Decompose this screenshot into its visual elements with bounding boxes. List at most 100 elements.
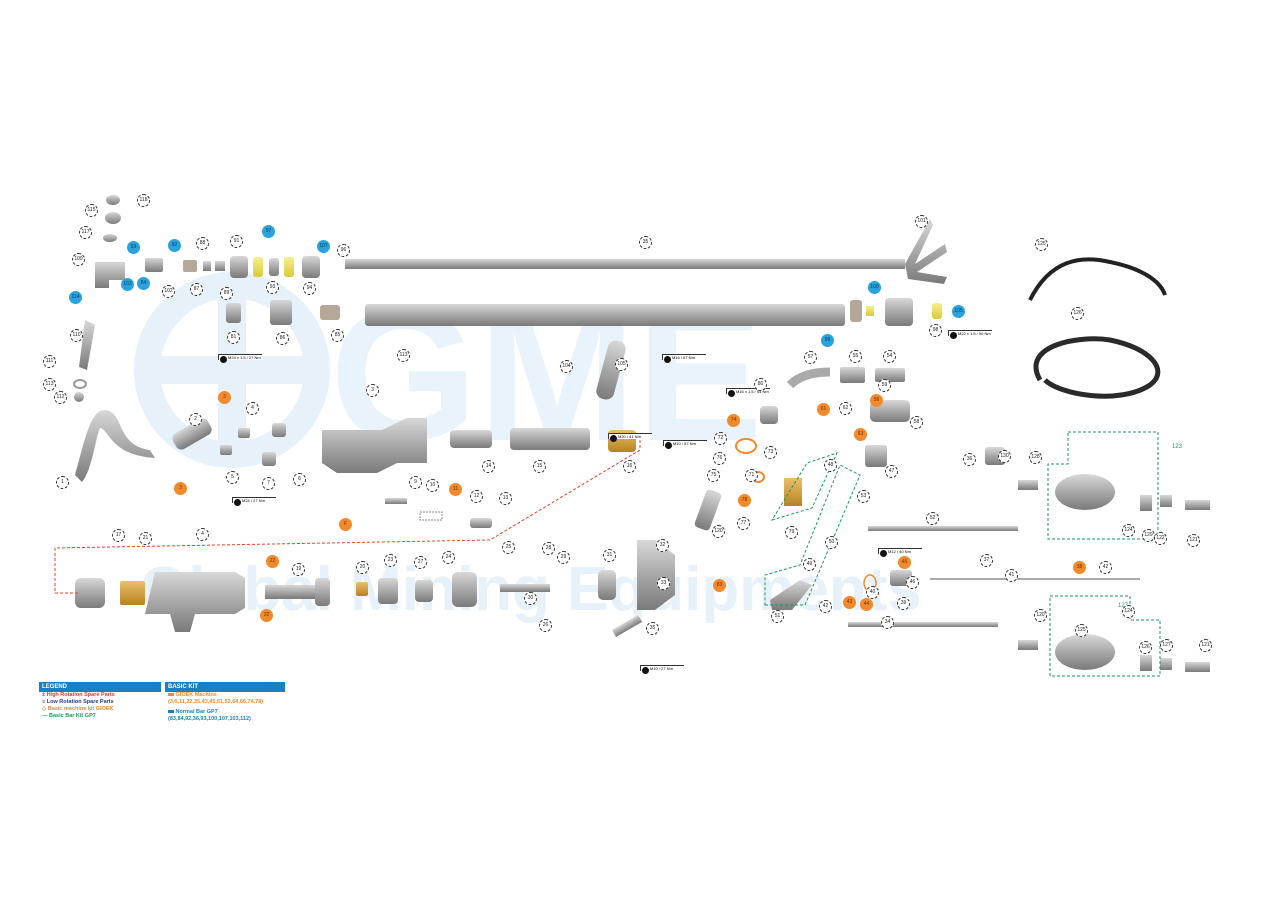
part-callout: 94 — [303, 282, 316, 295]
legend-symbol-icon: ≡ — [42, 699, 46, 705]
hex-nut-icon — [665, 442, 672, 449]
part-callout: 44 — [860, 598, 873, 611]
part-callout: 62 — [839, 402, 852, 415]
torque-value: M24 x 1.5 / 27 Nm — [228, 355, 261, 360]
part-callout: 87 — [190, 283, 203, 296]
part-callout: 46 — [906, 576, 919, 589]
hex-nut-icon — [610, 435, 617, 442]
part-callout: 120 — [1034, 609, 1047, 622]
part-callout: 35 — [639, 236, 652, 249]
hose-125 — [1028, 257, 1167, 301]
basic-kit-item: Normal Bar GP7(83,84,92,36,93,100,107,10… — [165, 709, 285, 723]
drill-rod — [345, 259, 905, 269]
part-callout: 7 — [262, 477, 275, 490]
part-callout: 31 — [603, 549, 616, 562]
legend-item: — Basic Bar Kit GP7 — [39, 713, 161, 720]
part-callout: 17 — [112, 529, 125, 542]
kit-group-127 — [1049, 595, 1161, 677]
part-callout: 21 — [139, 532, 152, 545]
part-callout: 58 — [910, 416, 923, 429]
part-callout: 88 — [196, 237, 209, 250]
part-callout: 111 — [43, 355, 56, 368]
part-callout: 74 — [727, 414, 740, 427]
part-callout: 36 — [963, 453, 976, 466]
part-callout: 32 — [656, 539, 669, 552]
part-callout: 5 — [226, 471, 239, 484]
part-callout: 83 — [713, 579, 726, 592]
legend-symbol-icon: ± — [42, 692, 46, 698]
kit-swatch-icon — [168, 710, 174, 714]
part-callout: 53 — [857, 490, 870, 503]
part-callout: 76 — [713, 452, 726, 465]
part-callout: 124 — [1122, 605, 1135, 618]
torque-spec-label: M24 / 27 Nm — [232, 497, 276, 506]
part-callout: 98 — [929, 324, 942, 337]
part-callout: 6 — [293, 473, 306, 486]
part-callout: 114 — [69, 291, 82, 304]
part-callout: 47 — [885, 465, 898, 478]
part-callout: 96 — [337, 244, 350, 257]
part-callout: 113 — [397, 349, 410, 362]
part-callout: 86 — [276, 332, 289, 345]
part-callout: 118 — [137, 194, 150, 207]
part-callout: 93 — [127, 241, 140, 254]
part-callout: 19 — [292, 563, 305, 576]
part-callout: 14 — [482, 460, 495, 473]
kit-parts: (83,84,92,36,93,100,107,103,112) — [168, 716, 251, 722]
part-callout: 24 — [442, 551, 455, 564]
part-callout: 27 — [414, 556, 427, 569]
part-callout: 38 — [1073, 561, 1086, 574]
part-callout: 97 — [262, 225, 275, 238]
part-callout: 54 — [883, 350, 896, 363]
part-callout: 75 — [707, 469, 720, 482]
legend-title: LEGEND — [39, 682, 161, 692]
part-callout: 92 — [168, 239, 181, 252]
torque-spec-label: M10 / 27 Nm — [640, 665, 684, 674]
part-callout: 10 — [426, 479, 439, 492]
part-callout: 50 — [825, 536, 838, 549]
part-callout: 29 — [557, 551, 570, 564]
torque-value: M24 / 27 Nm — [242, 498, 265, 503]
part-callout: 23 — [384, 554, 397, 567]
torque-value: M16 x 1.5 / 54 Nm — [736, 389, 769, 394]
part-callout: 59 — [878, 379, 891, 392]
part-callout: 56 — [870, 394, 883, 407]
part-callout: 9 — [409, 476, 422, 489]
part-callout: 22 — [266, 555, 279, 568]
part-callout: 28 — [542, 542, 555, 555]
part-callout: 130 — [998, 450, 1011, 463]
torque-spec-label: M10 / 57 Nm — [663, 440, 707, 449]
part-callout: 129 — [1142, 529, 1155, 542]
part-callout: 124 — [1122, 524, 1135, 537]
part-callout: 37 — [980, 554, 993, 567]
basic-kit-title: BASIC KIT — [165, 682, 285, 692]
legend-item: ≡ Low Rotation Spare Parts — [39, 699, 161, 706]
torque-spec-label: M16 x 1.5 / 54 Nm — [726, 388, 770, 397]
part-callout: 78 — [738, 494, 751, 507]
part-callout: 11 — [449, 483, 462, 496]
part-callout: 57 — [804, 351, 817, 364]
part-callout: 40 — [866, 586, 879, 599]
kit-label: Normal Bar GP7 — [175, 709, 218, 715]
kit-swatch-icon — [168, 693, 174, 697]
part-callout: 120 — [712, 525, 725, 538]
hex-nut-icon — [728, 390, 735, 397]
part-callout: 3 — [218, 391, 231, 404]
part-callout: 85 — [331, 329, 344, 342]
part-callout: 105 — [615, 358, 628, 371]
torque-value: M22 x 1.5 / 90 Nm — [958, 331, 991, 336]
group-label-123: 123 — [1172, 444, 1183, 450]
part-callout: 55 — [849, 350, 862, 363]
hex-nut-icon — [950, 332, 957, 339]
torque-value: M12 / 40 Nm — [888, 549, 911, 554]
kit-group-123 — [1047, 431, 1159, 540]
part-callout: 101 — [915, 215, 928, 228]
part-callout: 71 — [745, 469, 758, 482]
hex-nut-icon — [220, 356, 227, 363]
torque-spec-label: M20 / 41 Nm — [608, 433, 652, 442]
part-callout: 3 — [366, 384, 379, 397]
part-callout: 13 — [499, 492, 512, 505]
legend-label: Basic machine kit GIOEK — [47, 706, 114, 712]
part-callout: 42 — [819, 600, 832, 613]
bar-tube — [365, 304, 845, 326]
